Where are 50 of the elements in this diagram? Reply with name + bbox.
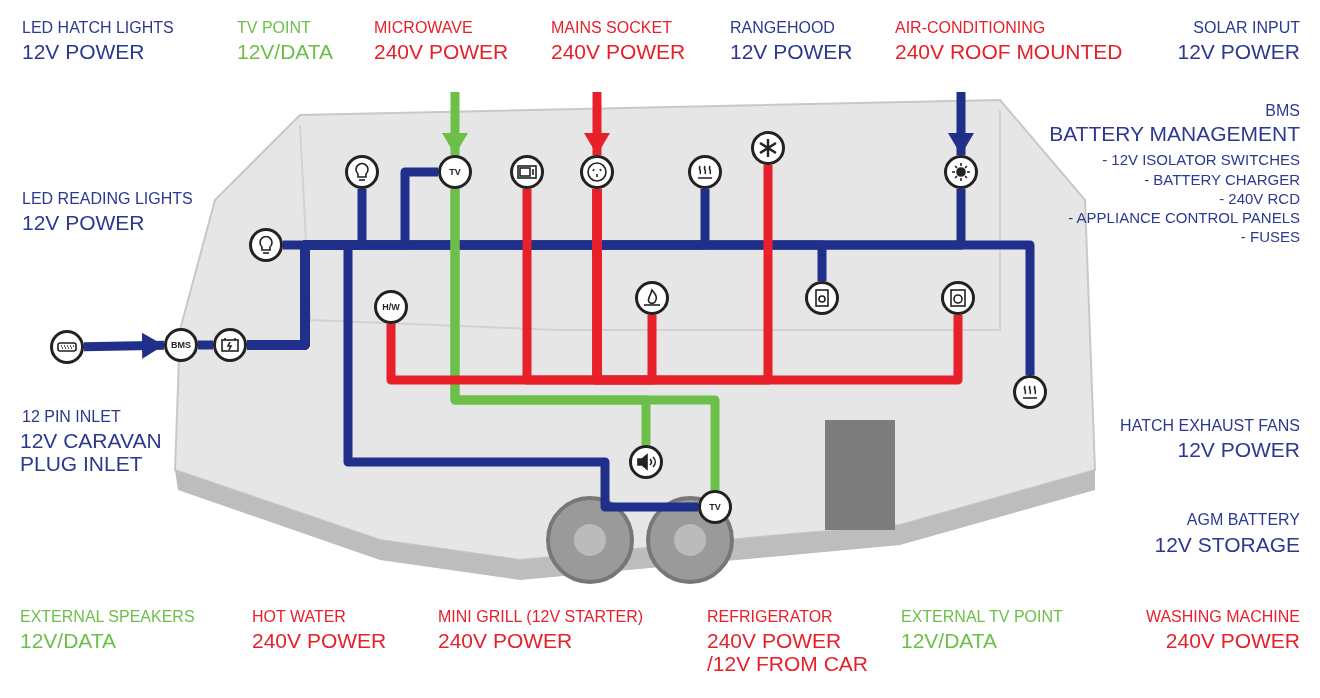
wire bbox=[592, 189, 963, 385]
list-item: - APPLIANCE CONTROL PANELS bbox=[1068, 210, 1300, 227]
label: LED HATCH LIGHTS bbox=[22, 19, 174, 37]
label: TV POINT bbox=[237, 19, 311, 37]
label: 12V/DATA bbox=[901, 629, 998, 653]
label: 12V/DATA bbox=[237, 40, 334, 64]
label: 12 PIN INLET bbox=[22, 408, 121, 426]
label: 12V POWER bbox=[1177, 438, 1300, 462]
list-item: - 240V RCD bbox=[1219, 191, 1300, 208]
wire-arrow bbox=[442, 92, 468, 155]
label: AIR-CONDITIONING bbox=[895, 19, 1046, 37]
label: 240V POWER bbox=[374, 40, 509, 64]
list-item: - FUSES bbox=[1240, 229, 1300, 246]
label: REFRIGERATOR bbox=[707, 608, 833, 626]
label: 240V POWER bbox=[252, 629, 387, 653]
wire-arrow bbox=[584, 92, 610, 155]
label: SOLAR INPUT bbox=[1193, 19, 1300, 37]
list-item: - 12V ISOLATOR SWITCHES bbox=[1102, 152, 1300, 169]
list-item: - BATTERY CHARGER bbox=[1144, 172, 1300, 189]
label: HATCH EXHAUST FANS bbox=[1120, 417, 1300, 435]
label: 12V POWER bbox=[22, 211, 145, 235]
label: LED READING LIGHTS bbox=[22, 190, 193, 208]
label: RANGEHOOD bbox=[730, 19, 835, 37]
label: 12V POWER bbox=[22, 40, 145, 64]
label: EXTERNAL TV POINT bbox=[901, 608, 1063, 626]
label: 240V ROOF MOUNTED bbox=[895, 40, 1123, 64]
label: BATTERY MANAGEMENT bbox=[1049, 122, 1300, 146]
wire-arrow bbox=[83, 332, 165, 359]
wire-arrow bbox=[948, 92, 974, 155]
wire bbox=[198, 340, 213, 350]
label: 240V POWER bbox=[438, 629, 573, 653]
plug-inlet-icon bbox=[50, 330, 84, 364]
label: 12V STORAGE bbox=[1154, 533, 1300, 557]
bms-symbol: BMS bbox=[164, 328, 198, 362]
label: 12V CARAVAN PLUG INLET bbox=[20, 429, 163, 476]
wire bbox=[450, 189, 720, 490]
label: HOT WATER bbox=[252, 608, 346, 626]
label: WASHING MACHINE bbox=[1145, 608, 1300, 626]
label: 12V POWER bbox=[1177, 40, 1300, 64]
label: BMS bbox=[1265, 102, 1300, 120]
label: 240V POWER bbox=[1165, 629, 1300, 653]
label: MINI GRILL (12V STARTER) bbox=[438, 608, 644, 626]
label: 240V POWER bbox=[551, 40, 686, 64]
label: 12V/DATA bbox=[20, 629, 117, 653]
label: MICROWAVE bbox=[374, 19, 473, 37]
label: 12V POWER bbox=[730, 40, 853, 64]
label: MAINS SOCKET bbox=[551, 19, 672, 37]
label: AGM BATTERY bbox=[1186, 511, 1300, 529]
label: 240V POWER /12V FROM CAR bbox=[707, 629, 870, 676]
label: EXTERNAL SPEAKERS bbox=[20, 608, 195, 626]
